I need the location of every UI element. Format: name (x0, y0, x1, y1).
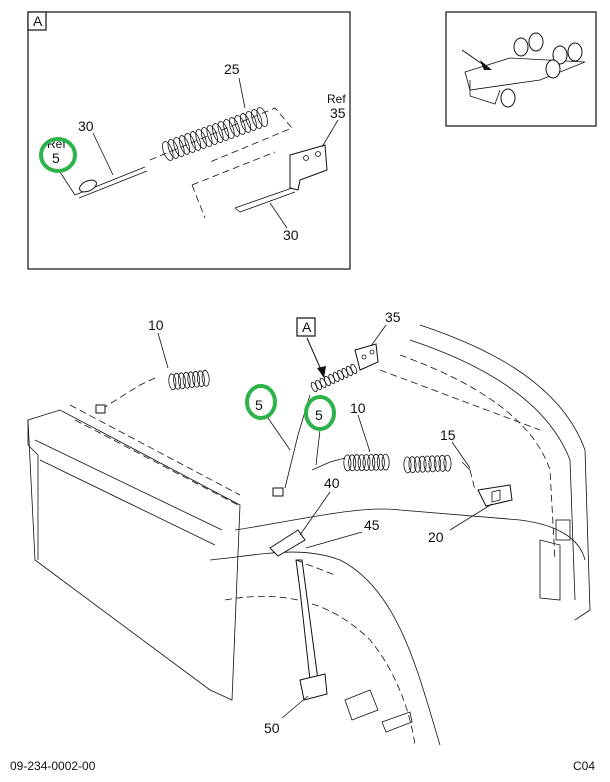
leader-main-10-right (357, 414, 371, 453)
locator-frame (445, 11, 597, 127)
main-view-tag: A (302, 319, 312, 335)
spring-left-anchor (95, 404, 106, 414)
rod-left-clip (272, 487, 284, 497)
clip-15 (461, 461, 471, 471)
bracket-35-hole-2 (369, 349, 375, 355)
radiator-dash (69, 404, 241, 506)
label-main-15: 15 (440, 427, 456, 443)
fender-arch (209, 551, 441, 746)
label-main-5-left: 5 (255, 397, 263, 413)
locator-wheel-rear-3 (552, 45, 568, 65)
clip-15-dash (469, 469, 476, 491)
detail-coil-spring (162, 107, 268, 161)
leader-main-15 (451, 441, 471, 469)
label-25: 25 (224, 61, 240, 77)
locator-wheel-front (500, 88, 516, 108)
fender-arch-dash (224, 595, 416, 746)
bracket-35-hole-1 (361, 354, 367, 360)
locator-chassis (464, 57, 586, 91)
locator-cab (469, 80, 501, 105)
highlight-circle-left (245, 384, 277, 420)
highlight-circle-detail (39, 137, 77, 173)
label-main-5-right: 5 (315, 407, 323, 423)
truck-locator (445, 11, 597, 127)
fender-handle-cutout (344, 689, 379, 721)
strut-lower-mount (299, 673, 328, 701)
locator-wheel-rear-2 (528, 32, 544, 52)
locator-arrow-head (480, 60, 492, 70)
label-main-50: 50 (264, 720, 280, 736)
bracket-20-inner (491, 489, 501, 503)
label-ref-5: 5 (52, 150, 60, 166)
main-view: A 35 10 10 5 (27, 309, 591, 746)
label-main-10-right: 10 (350, 400, 366, 416)
spring-left-tether (99, 377, 156, 411)
radiator-outline (27, 409, 241, 701)
label-30-lower: 30 (283, 227, 299, 243)
highlight-circle-right (304, 395, 336, 431)
label-main-40: 40 (324, 475, 340, 491)
locator-wheel-rear-1 (513, 37, 529, 57)
leader-25 (238, 77, 246, 109)
label-35: 35 (330, 105, 346, 121)
leader-main-5-left (267, 417, 291, 451)
hood-curve-mid (409, 339, 576, 601)
leader-main-40 (299, 491, 331, 536)
sheet-code: C04 (573, 759, 595, 773)
main-view-tag-box (296, 317, 316, 337)
detail-frame (27, 11, 351, 270)
bracket-20 (477, 484, 513, 507)
label-ref-35: Ref (327, 92, 346, 106)
rod-right-link (311, 457, 346, 471)
detail-view-tag: A (33, 13, 43, 29)
fender-side-panel (539, 539, 561, 601)
leader-30-lower (269, 202, 288, 229)
leader-main-50 (281, 695, 309, 719)
leader-35 (321, 119, 339, 148)
hood-curve-outer (419, 324, 591, 621)
main-tag-arrow-shaft (306, 337, 323, 373)
drawing-number: 09-234-0002-00 (10, 759, 96, 773)
main-tag-arrow-head (317, 366, 326, 378)
leader-main-45 (305, 531, 363, 549)
strut-top-mount (269, 529, 306, 557)
spring-left-10 (168, 369, 210, 391)
gas-strut (295, 559, 319, 681)
leader-main-35 (370, 324, 387, 347)
locator-wheel-rear-5 (545, 59, 561, 79)
strut-dash (295, 559, 336, 576)
bracket-35 (354, 343, 379, 371)
hood-crease-dash (379, 369, 541, 431)
label-main-45: 45 (364, 517, 380, 533)
detail-view-a: A 25 Ref 35 30 30 Ref 5 (27, 11, 351, 270)
fender-upper-line (234, 508, 586, 561)
detail-rod-lower (234, 187, 296, 213)
spring-upper (310, 363, 358, 393)
detail-dashed-envelope (149, 107, 293, 219)
detail-bracket-hole-2 (315, 151, 321, 157)
radiator-edges (27, 420, 223, 560)
leader-ref-5 (59, 171, 76, 196)
leader-30-upper (92, 132, 114, 176)
detail-view-tag-box (27, 11, 47, 31)
label-main-20: 20 (428, 529, 444, 545)
detail-rod-end (79, 179, 97, 193)
label-30-upper: 30 (78, 118, 94, 134)
label-main-35: 35 (385, 309, 401, 325)
fender-step (381, 711, 413, 733)
locator-wheel-rear-4 (567, 42, 583, 62)
leader-main-10-left (157, 332, 169, 369)
spring-right-10 (343, 453, 452, 474)
leader-main-5-right (315, 429, 321, 466)
fender-tab (555, 519, 571, 541)
label-main-10-left: 10 (148, 317, 164, 333)
detail-bracket-hole-1 (303, 155, 309, 161)
hood-curve-dash (399, 354, 556, 561)
leader-main-20 (449, 503, 493, 531)
